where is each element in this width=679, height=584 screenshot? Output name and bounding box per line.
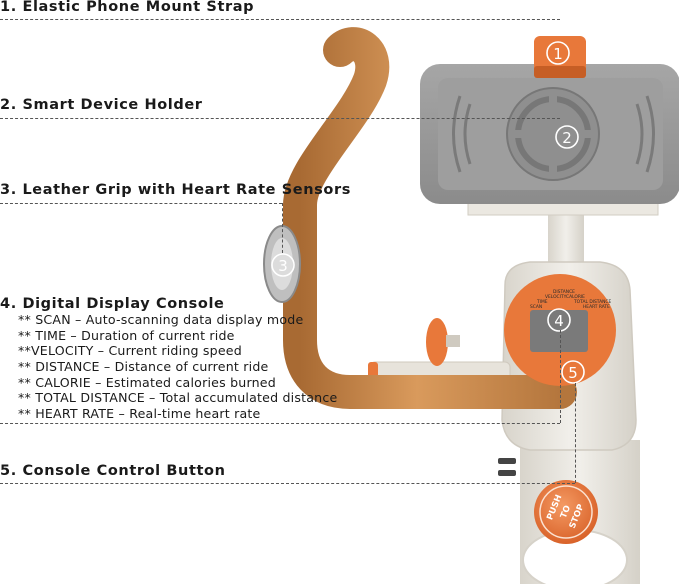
console-label: TIME [536,299,548,305]
console-label: HEART RATE [583,304,610,310]
callout-2-title: 2. Smart Device Holder [0,97,203,113]
marker-1: 1 [546,41,570,65]
handlebar [283,27,577,409]
console-label: TOTAL DISTANCE [573,299,611,305]
heart-rate-sensor [263,225,301,303]
leader-line-4-vertical [560,330,561,423]
console-mode-item: ** CALORIE – Estimated calories burned [18,375,276,390]
leader-line-2 [0,118,560,119]
phone-strap [534,36,586,78]
marker-1-number: 1 [553,45,563,63]
leader-line-3-vertical [282,203,283,253]
leader-line-1 [0,19,560,20]
leader-line-4 [0,423,560,424]
leader-line-5-vertical [575,383,576,483]
callout-3-title: 3. Leather Grip with Heart Rate Sensors [0,182,351,198]
marker-3: 3 [271,253,295,277]
leader-line-5 [0,483,575,484]
console-label: DISTANCE [553,289,575,295]
console-mode-item: ** DISTANCE – Distance of current ride [18,359,269,374]
control-knob: PUSH TO STOP [534,480,598,544]
marker-4-number: 4 [554,312,564,330]
marker-2-number: 2 [562,129,572,147]
callout-4-title: 4. Digital Display Console [0,296,225,312]
device-holder [420,64,679,216]
console-mode-item: ** TOTAL DISTANCE – Total accumulated di… [18,390,338,405]
console-label: VELOCITY [545,294,567,300]
console-mode-labels: DISTANCE VELOCITY CALORIE TIME TOTAL DIS… [530,289,611,310]
console-mode-item: ** TIME – Duration of current ride [18,328,235,343]
knob-text: TO [559,504,573,520]
marker-5: 5 [561,360,585,384]
console-label: SCAN [530,304,542,310]
console-mode-item: ** SCAN – Auto-scanning data display mod… [18,312,304,327]
marker-5-number: 5 [568,364,578,382]
leader-line-3 [0,203,282,204]
callout-1-title: 1. Elastic Phone Mount Strap [0,0,255,15]
console-mode-item: ** HEART RATE – Real-time heart rate [18,406,261,421]
marker-2: 2 [555,125,579,149]
console-label: CALORIE [566,294,585,300]
console-mode-item: **VELOCITY – Current riding speed [18,343,242,358]
callout-5-title: 5. Console Control Button [0,463,226,479]
marker-3-number: 3 [278,257,288,275]
marker-4: 4 [547,308,571,332]
